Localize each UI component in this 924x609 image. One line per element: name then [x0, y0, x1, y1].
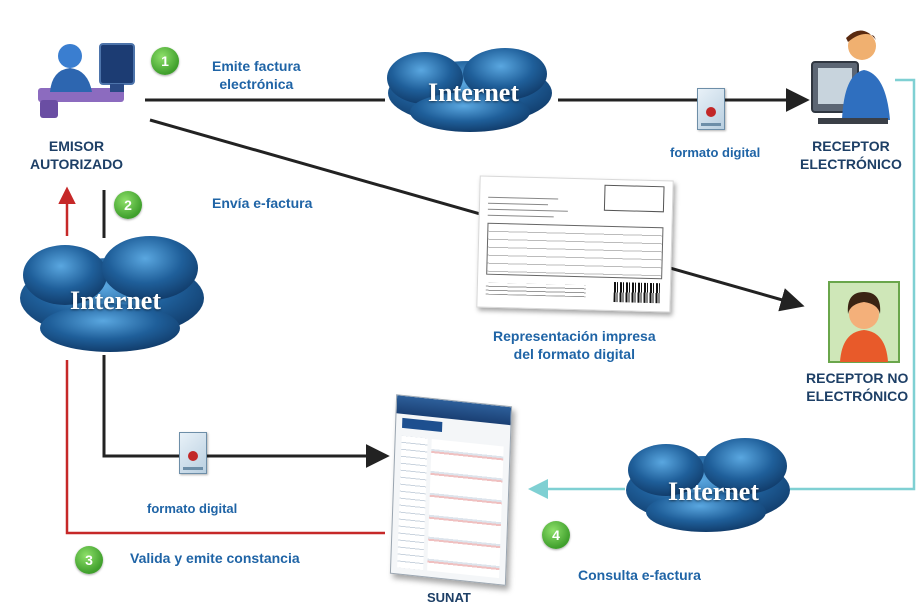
step-badge-2: 2: [114, 191, 142, 219]
invoice-header-box: [603, 184, 665, 213]
connectors: [58, 78, 916, 535]
seal-icon: [706, 107, 716, 117]
arrow-left-internet-to-sunat: [102, 355, 390, 468]
sunat-portal-content: [427, 438, 504, 579]
valida-label: Valida y emite constancia: [130, 550, 300, 566]
invoice-footer: [485, 282, 586, 298]
step-badge-1: 1: [151, 47, 179, 75]
cloud-bottom-right-label: Internet: [668, 477, 759, 506]
invoice-line: [488, 202, 549, 206]
step-badge-3: 3: [75, 546, 103, 574]
cloud-top: [387, 48, 552, 132]
barcode-icon: [613, 282, 661, 304]
document-tag: [183, 467, 203, 470]
invoice-table: [486, 222, 664, 280]
receiver-person-icon: [828, 281, 900, 363]
sunat-label: SUNAT: [427, 590, 471, 605]
document-icon: [697, 88, 725, 130]
cloud-left-label: Internet: [70, 286, 161, 315]
cloud-bottom-right: [626, 438, 790, 532]
consulta-label: Consulta e-factura: [578, 567, 701, 583]
person-at-computer-icon: [38, 43, 135, 118]
document-icon: [179, 432, 207, 474]
cloud-top-label: Internet: [428, 78, 519, 107]
receptor-electronico-label: RECEPTOR ELECTRÓNICO: [800, 138, 902, 172]
sunat-portal-sidebar: [397, 435, 428, 571]
step-badge-4: 4: [542, 521, 570, 549]
cloud-left: [20, 236, 204, 352]
document-tag: [701, 123, 721, 126]
invoice-line: [488, 196, 559, 200]
sunat-logo: [402, 417, 443, 433]
invoice-line: [487, 208, 568, 212]
printed-invoice-image: [476, 175, 674, 313]
arrow-sunat-return-red: [65, 360, 385, 535]
envia-efactura-label: Envía e-factura: [212, 195, 313, 211]
seal-icon: [188, 451, 198, 461]
representacion-label: Representación impresa del formato digit…: [493, 328, 656, 362]
emisor-label: EMISOR AUTORIZADO: [30, 138, 124, 172]
invoice-line: [487, 214, 554, 218]
receiver-computer-icon: [811, 30, 890, 124]
formato-digital-bottom-label: formato digital: [147, 501, 238, 516]
arrow-emisor-to-receptor-no-electronico: [149, 118, 805, 312]
receptor-no-electronico-label: RECEPTOR NO ELECTRÓNICO: [806, 370, 909, 404]
formato-digital-top-label: formato digital: [670, 145, 761, 160]
line-receptors-to-internet-teal: [790, 78, 916, 491]
emite-factura-label: Emite factura electrónica: [212, 58, 301, 92]
sunat-portal-image: [389, 394, 513, 586]
